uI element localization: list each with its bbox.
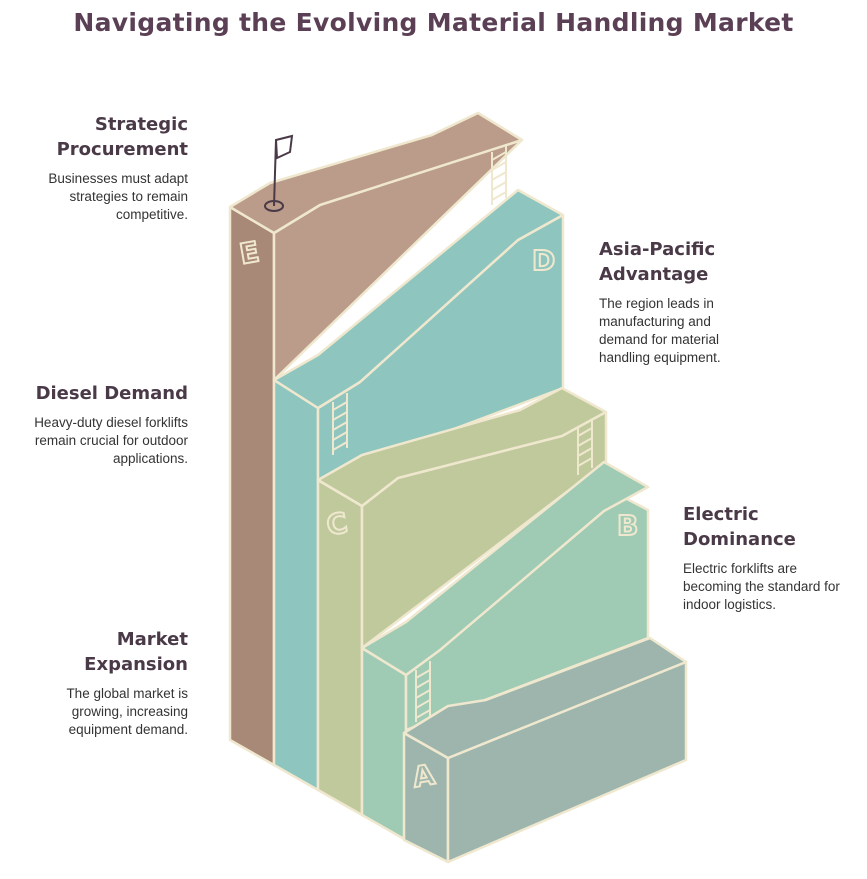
label-heading: Diesel Demand [35,383,188,404]
step-d-top-face [272,188,565,410]
label-heading: Strategic Procurement [56,114,188,160]
ladder-e [491,144,507,205]
step-c-top-face [316,386,608,508]
ladder-d [332,393,348,455]
label-heading: Electric Dominance [683,504,796,550]
ladder-b [415,661,431,722]
label-heading: Market Expansion [84,629,188,675]
label-strategic-procurement: Strategic Procurement Businesses must ad… [20,112,188,224]
step-e-top-face [228,111,524,235]
label-description: The region leads in manufacturing and de… [599,296,721,365]
label-description: Electric forklifts are becoming the stan… [683,561,840,612]
label-heading: Asia-Pacific Advantage [599,239,716,285]
step-b-letter: B [617,509,638,542]
label-asia-pacific-advantage: Asia-Pacific Advantage The region leads … [599,237,749,367]
page-title: Navigating the Evolving Material Handlin… [73,8,794,37]
label-diesel-demand: Diesel Demand Heavy-duty diesel forklift… [20,381,188,468]
label-description: Businesses must adapt strategies to rema… [48,171,188,222]
label-description: The global market is growing, increasing… [66,686,188,737]
step-c-block: C [316,386,608,817]
flag-icon [264,134,294,212]
step-d-letter: D [532,244,555,277]
label-market-expansion: Market Expansion The global market is gr… [20,627,188,739]
step-d-block: D [272,188,565,792]
step-b-top-face [360,460,650,677]
label-electric-dominance: Electric Dominance Electric forklifts ar… [683,502,853,614]
step-a-top-face [402,636,688,760]
step-d-front-face [272,378,320,792]
step-a-block: A [402,636,688,864]
label-description: Heavy-duty diesel forklifts remain cruci… [34,415,188,466]
step-b-front-face [360,646,408,842]
ladder-c [577,420,593,475]
step-e-front-face [228,205,276,767]
step-b-block: B [360,460,650,842]
